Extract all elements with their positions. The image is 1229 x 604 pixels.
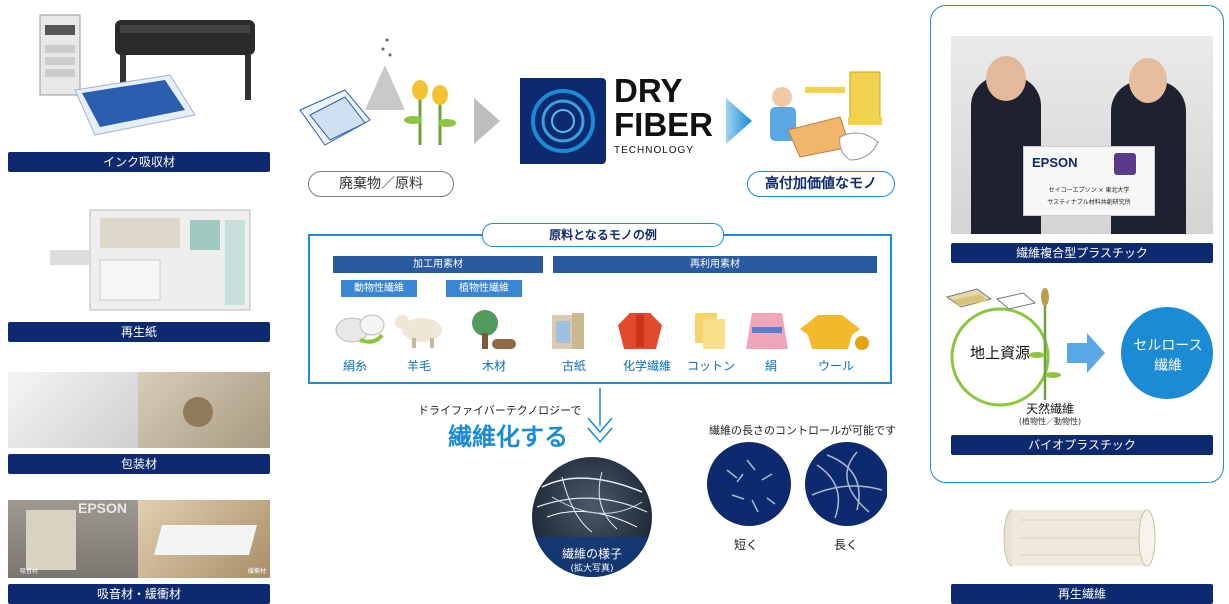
bioplastic-diagram [945, 288, 1213, 407]
silk-thread-icon [335, 314, 385, 344]
fiber-photo-subcaption: (拡大写真) [570, 564, 614, 574]
cotton-icon [695, 313, 725, 349]
paper-machine-illustration [50, 209, 251, 311]
material-label-cotton: コットン [686, 359, 735, 373]
material-label-wool: ウール [817, 359, 854, 373]
output-products-pill: 高付加価値なモノ [747, 171, 895, 197]
packaging-label: 包装材 [8, 454, 270, 474]
natural-fiber-sub: (植物性／動物性) [1018, 417, 1082, 426]
material-label-chemical-fiber: 化学繊維 [622, 359, 671, 373]
fiber-strands [536, 471, 648, 533]
right-panel [930, 5, 1224, 483]
wool-sweater-icon [800, 315, 869, 350]
wood-icon [472, 310, 516, 349]
logo-technology: TECHNOLOGY [614, 145, 695, 156]
arrow-right-blue-icon [726, 98, 752, 144]
ground-resource-label: 地上資源 [969, 344, 1030, 362]
recycled-materials-bar: 再利用素材 [553, 256, 877, 273]
recycled-paper-label: 再生紙 [8, 322, 270, 342]
processing-materials-bar: 加工用素材 [333, 256, 543, 273]
material-label-wood: 木材 [481, 359, 506, 373]
fiber-length-circles [707, 442, 887, 526]
arrow-right-gray-icon [474, 98, 500, 144]
sheep-icon [395, 315, 442, 348]
materials-box-title: 原料となるモノの例 [482, 223, 724, 247]
chevron-down-double-icon [587, 388, 613, 444]
material-label-old-paper: 古紙 [561, 359, 586, 373]
thread-spool-illustration [1003, 509, 1156, 567]
fiber-photo-caption: 繊維の様子 [561, 547, 622, 561]
plastic-box-icon [945, 288, 1037, 310]
epson-sign-text: EPSON [78, 500, 128, 516]
material-label-silk-thread: 絹糸 [342, 359, 367, 373]
university-seal-icon [1114, 153, 1136, 175]
logo-dry: DRY [614, 72, 683, 109]
dry-fiber-logo-icon [520, 78, 606, 164]
input-materials-pill: 廃棄物／原料 [308, 171, 454, 197]
sound-absorber-photo: EPSON 吸音材 緩衝材 [8, 500, 270, 578]
cellulose-line1: セルロース [1133, 338, 1203, 354]
fiber-magnified-photo: 繊維の様子 (拡大写真) [532, 457, 652, 577]
chemical-fiber-icon [618, 313, 662, 349]
natural-fiber-label: 天然繊維 [1025, 402, 1074, 416]
cellulose-line2: 繊維 [1154, 358, 1182, 374]
material-label-silk: 絹 [764, 359, 777, 373]
animal-fiber-badge: 動物性繊維 [341, 280, 417, 297]
bioplastic-label: バイオプラスチック [951, 435, 1213, 455]
signing-board: EPSON セイコーエプソン × 東北大学 サスティナブル材料共創研究所 [1023, 146, 1155, 216]
signing-ceremony-photo: EPSON セイコーエプソン × 東北大学 サスティナブル材料共創研究所 [951, 36, 1213, 234]
signing-board-line2: サスティナブル材料共創研究所 [1047, 199, 1131, 206]
signing-board-brand: EPSON [1032, 155, 1078, 170]
cellulose-circle [1121, 307, 1213, 399]
sound-absorber-label: 吸音材・緩衝材 [8, 584, 270, 604]
short-fiber-label: 短く [734, 538, 759, 552]
packaging-photo [8, 372, 270, 448]
recycled-fiber-label: 再生繊維 [951, 584, 1213, 604]
grain-plant-icon [1029, 288, 1061, 400]
fiberize-intro: ドライファイバーテクノロジーで [418, 404, 582, 417]
long-fiber-label: 長く [834, 538, 859, 552]
printer-illustration [39, 14, 255, 136]
signing-board-line1: セイコーエプソン × 東北大学 [1048, 187, 1130, 194]
short-fiber-circle [707, 442, 791, 526]
logo-fiber: FIBER [614, 106, 713, 143]
ink-absorber-label: インク吸収材 [8, 152, 270, 172]
cushion-small-label: 緩衝材 [248, 568, 267, 575]
recycled-paper-photo [40, 200, 260, 315]
high-value-products-illustration [770, 71, 882, 161]
plant-fiber-badge: 植物性繊維 [446, 280, 522, 297]
arrow-right-light-blue-icon [1067, 333, 1105, 373]
silk-kimono-icon [746, 313, 788, 349]
material-icons-row [335, 310, 869, 350]
ink-absorber-photo [20, 5, 270, 145]
material-label-wool-sheep: 羊毛 [406, 359, 431, 373]
sound-absorber-small-label: 吸音材 [20, 568, 39, 575]
raw-materials-illustration [299, 38, 456, 146]
long-fiber-circle [805, 442, 887, 526]
length-control-title: 繊維の長さのコントロールが可能です [709, 424, 896, 437]
composite-plastic-label: 繊維複合型プラスチック [951, 243, 1213, 263]
fiberize-headline: 繊維化する [448, 423, 568, 451]
old-paper-icon [552, 313, 584, 349]
